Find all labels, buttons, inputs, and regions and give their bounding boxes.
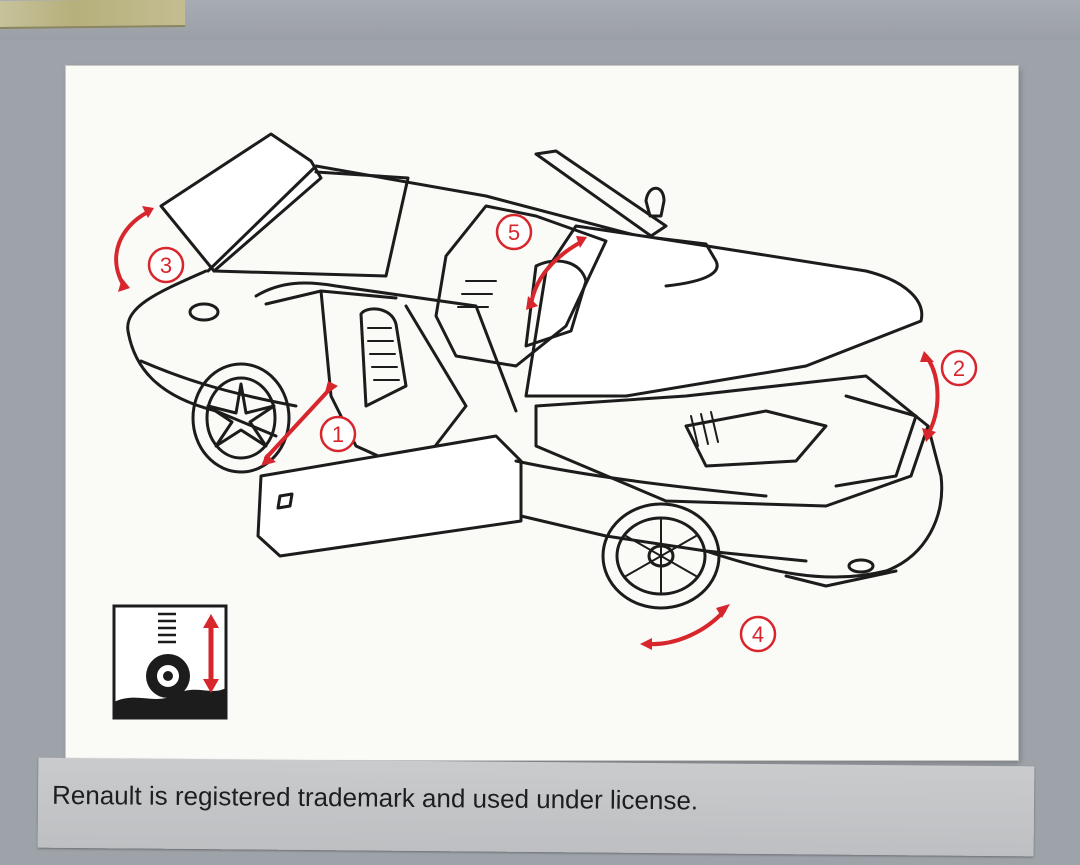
- callout-5-label: 5: [508, 220, 520, 245]
- callout-2: 2: [940, 349, 978, 387]
- callout-2-label: 2: [953, 356, 965, 381]
- suspension-icon: [112, 604, 228, 720]
- tape-strip: [0, 0, 185, 29]
- illustration-card: 1 2 3 4 5: [66, 66, 1018, 760]
- car-outline: [126, 132, 944, 610]
- caption-strip: Renault is registered trademark and used…: [37, 757, 1035, 857]
- motion-arrows: [114, 210, 940, 647]
- callout-1: 1: [319, 415, 357, 453]
- callout-4: 4: [739, 615, 777, 653]
- trademark-caption: Renault is registered trademark and used…: [51, 779, 699, 816]
- arrow-heads: [118, 206, 936, 650]
- car-illustration: 1 2 3 4 5: [112, 132, 978, 720]
- callout-5: 5: [495, 213, 533, 251]
- callout-3-label: 3: [160, 253, 172, 278]
- callout-4-label: 4: [752, 622, 764, 647]
- callout-1-label: 1: [332, 422, 344, 447]
- callout-3: 3: [147, 246, 185, 284]
